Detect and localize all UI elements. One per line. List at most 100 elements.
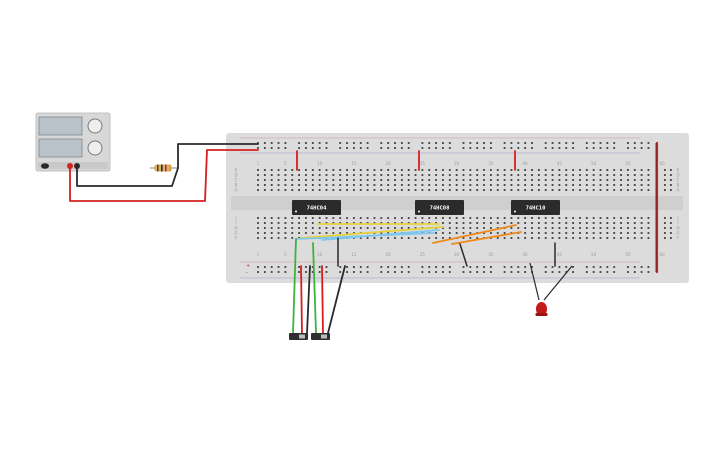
breadboard-hole	[585, 169, 588, 171]
rail-hole	[380, 271, 383, 273]
breadboard-hole	[373, 189, 376, 191]
psu-voltage-knob[interactable]	[87, 118, 103, 134]
breadboard-hole	[387, 232, 390, 234]
breadboard-hole	[263, 179, 266, 181]
breadboard-hole	[496, 169, 499, 171]
breadboard-hole	[606, 179, 609, 181]
psu-power-switch[interactable]	[41, 163, 49, 169]
rail-hole	[565, 147, 568, 149]
wire-orange[interactable]	[451, 231, 522, 245]
wire-green-switch[interactable]	[312, 242, 317, 334]
breadboard-hole	[572, 179, 574, 181]
wire-black-switch[interactable]	[327, 265, 346, 334]
breadboard-hole	[620, 222, 622, 224]
breadboard-hole	[311, 169, 314, 171]
breadboard-hole	[572, 184, 574, 186]
row-letter: A	[677, 188, 680, 193]
rail-hole	[305, 271, 307, 273]
breadboard-hole	[339, 179, 342, 181]
psu-current-knob[interactable]	[87, 140, 103, 156]
wire-black-switch[interactable]	[306, 265, 311, 334]
breadboard-hole	[544, 217, 547, 219]
breadboard-hole	[462, 189, 465, 191]
breadboard-hole	[394, 227, 396, 229]
breadboard-hole	[442, 217, 444, 219]
rail-hole	[640, 271, 643, 273]
breadboard-hole	[510, 227, 513, 229]
switch-slider[interactable]	[321, 334, 327, 339]
breadboard-hole	[380, 237, 383, 239]
wire-black-psu[interactable]	[76, 143, 259, 187]
chip-74hc04[interactable]: 74HC04	[292, 200, 341, 215]
chip-74hc10[interactable]: 74HC10	[511, 200, 560, 215]
rail-hole	[599, 266, 602, 268]
breadboard-hole	[647, 169, 650, 171]
rail-hole	[490, 142, 492, 144]
breadboard-hole	[387, 237, 390, 239]
breadboard-hole	[414, 189, 417, 191]
wire-red-psu[interactable]	[69, 149, 259, 202]
breadboard-hole	[353, 174, 355, 176]
breadboard-hole	[627, 169, 629, 171]
rail-hole	[394, 271, 396, 273]
breadboard-hole	[400, 169, 403, 171]
wire-yellow[interactable]	[300, 226, 444, 239]
breadboard-hole	[531, 189, 533, 191]
breadboard-hole	[387, 169, 390, 171]
wire-red-switch[interactable]	[321, 265, 324, 334]
rail-hole	[664, 217, 666, 219]
switch-slider[interactable]	[299, 334, 305, 339]
breadboard-hole	[455, 184, 458, 186]
breadboard-hole	[366, 222, 369, 224]
breadboard-hole	[503, 179, 506, 181]
rail-hole	[339, 147, 342, 149]
led-icon[interactable]	[529, 262, 573, 316]
breadboard-hole	[579, 189, 581, 191]
breadboard-hole	[414, 222, 417, 224]
rail-hole	[325, 147, 328, 149]
wire-red-switch[interactable]	[300, 265, 303, 334]
breadboard-hole	[531, 174, 533, 176]
rail-hole	[366, 271, 369, 273]
breadboard-hole	[633, 174, 636, 176]
breadboard-hole	[483, 174, 485, 176]
rail-hole	[339, 142, 342, 144]
column-number: 10	[317, 161, 323, 166]
chip-74hc08[interactable]: 74HC08	[415, 200, 464, 215]
breadboard-hole	[572, 237, 574, 239]
breadboard-hole	[579, 217, 581, 219]
slide-switch-icon[interactable]	[311, 333, 330, 340]
column-number: 5	[284, 252, 287, 257]
breadboard-hole	[503, 222, 506, 224]
breadboard-hole	[620, 179, 622, 181]
breadboard-hole	[469, 237, 472, 239]
breadboard-hole	[613, 169, 616, 171]
rail-hole	[298, 147, 300, 149]
breadboard-hole	[476, 237, 479, 239]
breadboard-hole	[318, 179, 321, 181]
slide-switch-icon[interactable]	[289, 333, 308, 340]
breadboard-hole	[442, 184, 444, 186]
breadboard-hole	[462, 174, 465, 176]
rail-hole	[558, 142, 561, 144]
breadboard-hole	[400, 179, 403, 181]
rail-hole	[517, 271, 520, 273]
bench-power-supply-icon[interactable]	[35, 112, 111, 172]
wire-green-switch[interactable]	[292, 238, 297, 334]
breadboard-hole	[585, 222, 588, 224]
rail-hole	[263, 142, 266, 144]
breadboard-hole	[647, 217, 650, 219]
wire-black-jumper[interactable]	[459, 243, 468, 267]
column-number: 50	[591, 161, 597, 166]
rail-hole	[366, 147, 369, 149]
wire-orange[interactable]	[432, 224, 517, 244]
breadboard-hole	[565, 179, 568, 181]
rail-hole	[585, 266, 588, 268]
breadboard-hole	[647, 179, 650, 181]
breadboard-hole	[291, 184, 294, 186]
breadboard-hole	[394, 174, 396, 176]
rail-hole	[469, 271, 472, 273]
wire-blue[interactable]	[321, 229, 440, 241]
resistor-icon[interactable]	[150, 164, 178, 172]
